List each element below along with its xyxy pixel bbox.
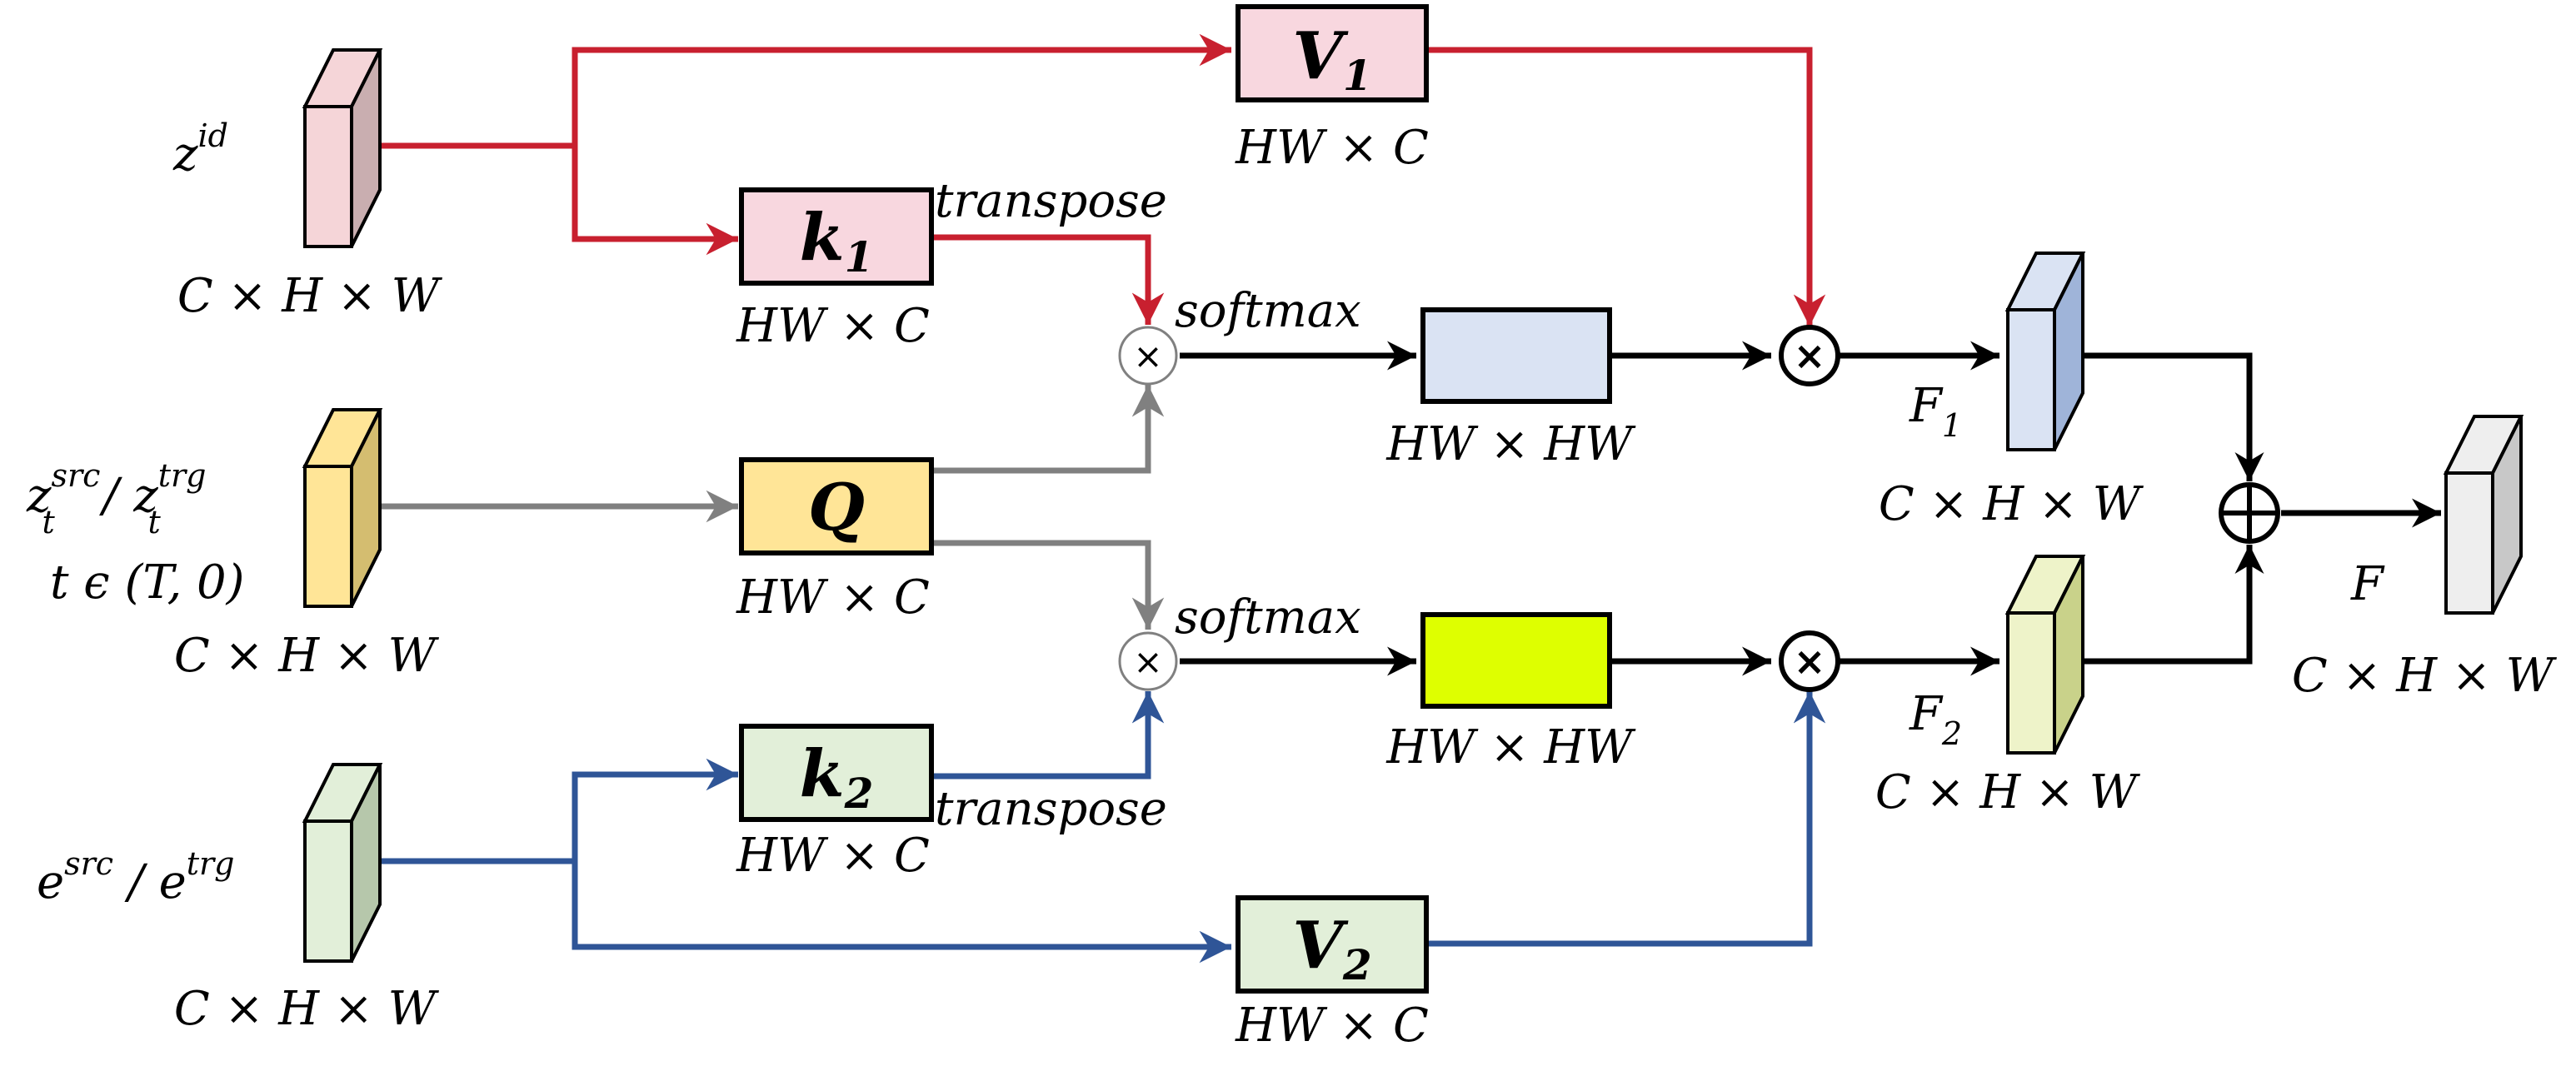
multiply-node-4: × <box>1779 630 1840 692</box>
attn2-dims: HW × HW <box>1385 720 1636 775</box>
e-label: esrc / etrg <box>37 845 234 909</box>
k1-dims: HW × C <box>736 299 930 353</box>
k1-to-mult1-arrow <box>931 234 1165 325</box>
multiply-node-1-symbol: × <box>1133 336 1162 376</box>
e-to-k2-arrow <box>572 758 738 861</box>
f1-label: F1 <box>1909 379 1962 444</box>
k1-label: k1 <box>800 200 874 281</box>
multiply-node-1: × <box>1118 326 1178 386</box>
transpose-top-label: transpose <box>935 174 1167 228</box>
k2-label: k2 <box>800 736 874 818</box>
multiply-node-3-ring <box>1779 325 1840 386</box>
f1-front-face <box>2006 308 2056 451</box>
k2-box <box>739 724 934 822</box>
f2-label: F2 <box>1909 687 1962 752</box>
zt-time-range: t ϵ (T, 0) <box>50 555 245 610</box>
f2-feature-map <box>2004 555 2086 755</box>
multiply-node-4-ring <box>1779 630 1840 692</box>
softmax-bottom-label: softmax <box>1175 590 1361 645</box>
v1-label: V1 <box>1292 18 1371 100</box>
zid-front-face <box>303 105 353 248</box>
gray-connectors <box>380 385 1165 630</box>
e-to-v2-arrow <box>572 861 1231 964</box>
q-dims: HW × C <box>736 570 930 625</box>
f-label: F <box>2350 557 2385 611</box>
v2-label: V2 <box>1292 908 1371 989</box>
e-front-face <box>303 819 353 963</box>
f1-feature-map <box>2004 252 2086 451</box>
q-to-mult2-arrow <box>931 540 1165 630</box>
transpose-bottom-label: transpose <box>935 782 1167 836</box>
f2-to-add-arrow <box>2083 545 2264 665</box>
f-dims: C × H × W <box>2292 649 2558 703</box>
v1-box <box>1236 4 1429 102</box>
q-label: Q <box>808 470 865 545</box>
e-feature-map <box>302 763 383 963</box>
multiply-node-1-ring <box>1118 326 1178 386</box>
zid-to-v1-arrow <box>572 33 1231 146</box>
zt-feature-map <box>302 408 383 608</box>
attn2-box <box>1420 612 1612 709</box>
add-node <box>2219 482 2280 544</box>
q-to-mult1-arrow <box>931 385 1165 474</box>
v1-to-mult3-arrow <box>1426 47 1826 326</box>
f-front-face <box>2444 471 2494 615</box>
e-dims: C × H × W <box>174 982 440 1036</box>
v1-dims: HW × C <box>1235 121 1429 175</box>
f2-dims: C × H × W <box>1875 765 2141 819</box>
zid-to-k1-arrow <box>572 146 738 256</box>
v2-to-mult4-arrow <box>1426 691 1826 947</box>
v2-dims: HW × C <box>1235 999 1429 1053</box>
f2-front-face <box>2006 611 2056 755</box>
zid-dims: C × H × W <box>177 269 443 323</box>
k2-dims: HW × C <box>736 829 930 883</box>
blue-connectors <box>380 691 1826 964</box>
attn1-box <box>1420 307 1612 404</box>
black-connectors <box>1180 341 2441 676</box>
multiply-node-4-symbol: × <box>1794 639 1826 684</box>
zt-dims: C × H × W <box>174 629 440 683</box>
multiply-node-2: × <box>1118 631 1178 691</box>
zt-front-face <box>303 465 353 608</box>
multiply-node-2-symbol: × <box>1133 641 1162 682</box>
q-box <box>739 457 934 555</box>
f-feature-map <box>2443 415 2524 615</box>
zid-feature-map <box>302 48 383 248</box>
multiply-node-2-ring <box>1118 631 1178 691</box>
f1-dims: C × H × W <box>1879 477 2144 531</box>
k2-to-mult2-arrow <box>931 691 1165 780</box>
f1-to-add-arrow <box>2083 352 2264 481</box>
attn1-dims: HW × HW <box>1385 417 1636 471</box>
v2-box <box>1236 895 1429 994</box>
red-connectors <box>380 33 1826 326</box>
softmax-top-label: softmax <box>1175 284 1361 338</box>
multiply-node-3: × <box>1779 325 1840 386</box>
k1-box <box>739 187 934 286</box>
zid-label: zid <box>172 117 228 182</box>
multiply-node-3-symbol: × <box>1794 333 1826 378</box>
